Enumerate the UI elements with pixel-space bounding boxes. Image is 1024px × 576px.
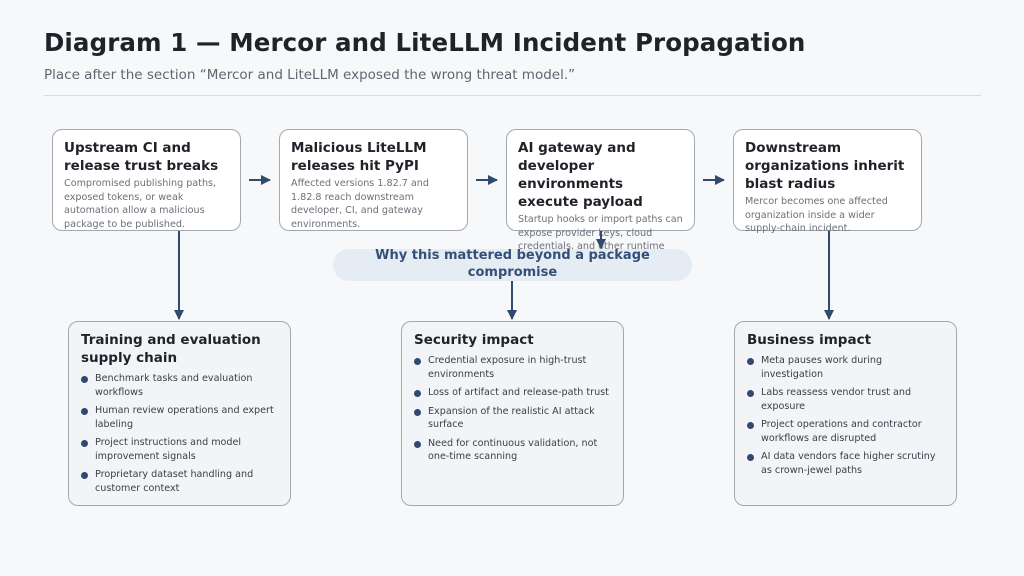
impact-list: Meta pauses work during investigation La…: [747, 354, 944, 477]
flow-card-description: Mercor becomes one affected organization…: [745, 196, 888, 234]
impact-item-text: Expansion of the realistic AI attack sur…: [428, 405, 595, 431]
connector-label: Why this mattered beyond a package compr…: [375, 248, 650, 280]
bullet-icon: [414, 390, 421, 397]
header-divider: [44, 95, 981, 96]
impact-item-text: Human review operations and expert label…: [95, 405, 274, 430]
bullet-icon: [414, 440, 421, 448]
flow-card-title: AI gateway and developer environments ex…: [518, 140, 643, 210]
bullet-icon: [81, 376, 88, 383]
impact-list-item: Proprietary dataset handling and custome…: [81, 468, 278, 495]
impact-item-text: Benchmark tasks and evaluation workflows: [95, 373, 253, 398]
impact-card-training: Training and evaluation supply chain Ben…: [68, 321, 291, 506]
impact-list-item: Meta pauses work during investigation: [747, 354, 944, 381]
impact-list: Benchmark tasks and evaluation workflows…: [81, 372, 278, 495]
bullet-icon: [414, 408, 421, 416]
impact-list-item: Benchmark tasks and evaluation workflows: [81, 372, 278, 399]
impact-list: Credential exposure in high-trust enviro…: [414, 354, 611, 464]
impact-item-text: Project instructions and model improveme…: [95, 437, 242, 462]
bullet-icon: [747, 454, 754, 461]
impact-list-item: Expansion of the realistic AI attack sur…: [414, 405, 611, 432]
page-subtitle: Place after the section “Mercor and Lite…: [44, 67, 576, 83]
impact-list-item: Loss of artifact and release-path trust: [414, 386, 611, 400]
impact-item-text: Labs reassess vendor trust and exposure: [761, 387, 912, 412]
flow-card-title: Malicious LiteLLM releases hit PyPI: [291, 140, 427, 174]
flow-card-malicious-releases: Malicious LiteLLM releases hit PyPI Affe…: [279, 129, 468, 231]
flow-card-downstream-orgs: Downstream organizations inherit blast r…: [733, 129, 922, 234]
impact-item-text: Proprietary dataset handling and custome…: [95, 469, 254, 494]
page-title: Diagram 1 — Mercor and LiteLLM Incident …: [44, 28, 806, 57]
flow-card-description: Startup hooks or import paths can expose…: [518, 214, 683, 252]
flow-card-ai-gateway: AI gateway and developer environments ex…: [506, 129, 695, 252]
impact-card-title: Training and evaluation supply chain: [81, 332, 261, 366]
bullet-icon: [747, 390, 754, 397]
impact-item-text: Loss of artifact and release-path trust: [428, 387, 609, 398]
impact-card-title: Business impact: [747, 332, 872, 348]
flow-card-title: Upstream CI and release trust breaks: [64, 140, 219, 174]
impact-list-item: Human review operations and expert label…: [81, 404, 278, 431]
impact-card-business: Business impact Meta pauses work during …: [734, 321, 957, 506]
impact-item-text: AI data vendors face higher scrutiny as …: [761, 451, 936, 476]
impact-list-item: Labs reassess vendor trust and exposure: [747, 386, 944, 413]
bullet-icon: [81, 408, 88, 415]
impact-item-text: Credential exposure in high-trust enviro…: [428, 355, 587, 380]
impact-list-item: Project operations and contractor workfl…: [747, 418, 944, 445]
bullet-icon: [414, 358, 421, 365]
impact-item-text: Meta pauses work during investigation: [761, 355, 883, 380]
impact-list-item: AI data vendors face higher scrutiny as …: [747, 450, 944, 477]
flow-card-title: Downstream organizations inherit blast r…: [745, 140, 905, 192]
bullet-icon: [747, 358, 754, 365]
impact-card-security: Security impact Credential exposure in h…: [401, 321, 624, 506]
impact-list-item: Project instructions and model improveme…: [81, 436, 278, 463]
flow-card-description: Affected versions 1.82.7 and 1.82.8 reac…: [291, 178, 429, 230]
impact-item-text: Project operations and contractor workfl…: [761, 419, 922, 444]
impact-card-title: Security impact: [414, 332, 534, 348]
impact-list-item: Credential exposure in high-trust enviro…: [414, 354, 611, 381]
bullet-icon: [81, 440, 88, 447]
bullet-icon: [747, 422, 754, 429]
connector-pill: Why this mattered beyond a package compr…: [333, 248, 692, 281]
bullet-icon: [81, 472, 88, 479]
flow-card-description: Compromised publishing paths, exposed to…: [64, 178, 217, 230]
impact-list-item: Need for continuous validation, not one-…: [414, 437, 611, 464]
flow-card-upstream-ci: Upstream CI and release trust breaks Com…: [52, 129, 241, 231]
impact-item-text: Need for continuous validation, not one-…: [428, 437, 598, 463]
